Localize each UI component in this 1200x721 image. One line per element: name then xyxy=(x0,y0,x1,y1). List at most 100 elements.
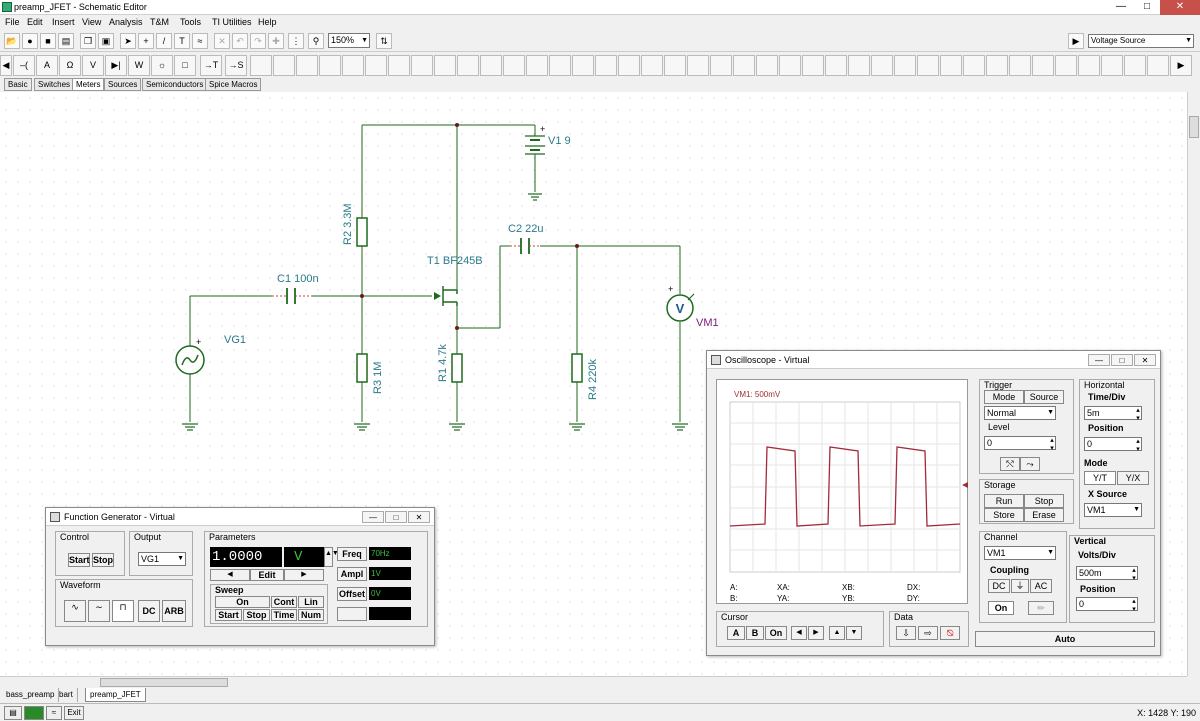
fg-sweep-start-button[interactable]: Start xyxy=(215,609,242,621)
ammeter-icon[interactable]: A xyxy=(36,55,58,76)
web-icon[interactable]: ● xyxy=(22,33,38,49)
tab-sources[interactable]: Sources xyxy=(104,78,142,91)
fg-sweep-lin-button[interactable]: Lin xyxy=(298,596,324,608)
status-icon-3[interactable]: ≈ xyxy=(46,706,62,720)
cursor-down-icon[interactable]: ▼ xyxy=(846,626,862,640)
scope-display[interactable]: VM1: 500mV A: B: XA: YA: XB: YB: DX: DY: xyxy=(716,379,968,604)
channel-select[interactable]: VM1 xyxy=(984,546,1056,560)
speaker-icon[interactable]: □ xyxy=(174,55,196,76)
component-select[interactable]: Voltage Source xyxy=(1088,34,1194,48)
status-icon-2[interactable] xyxy=(24,706,44,720)
fg-stop-button[interactable]: Stop xyxy=(92,553,114,567)
tab-basic[interactable]: Basic xyxy=(4,78,32,91)
doc-tab-bass-preamp[interactable]: bass_preamp xyxy=(2,688,60,702)
h-position-input[interactable]: 0 xyxy=(1084,437,1142,453)
falling-edge-icon[interactable]: ⤳ xyxy=(1020,457,1040,471)
data-export-icon[interactable]: ⇨ xyxy=(918,626,938,640)
status-icon-1[interactable]: ▤ xyxy=(4,706,22,720)
exit-button[interactable]: Exit xyxy=(64,706,84,720)
fg-sweep-on-button[interactable]: On xyxy=(215,596,270,608)
fg-arb-button[interactable]: ARB xyxy=(162,600,186,622)
horizontal-scroll-thumb[interactable] xyxy=(100,678,228,687)
fg-ampl-button[interactable]: Ampl xyxy=(337,567,367,581)
menu-tools[interactable]: Tools xyxy=(180,17,202,27)
probe-icon[interactable]: ⇅ xyxy=(376,33,392,49)
palette-left-arrow-icon[interactable]: ◀ xyxy=(0,55,12,76)
trigger-mode-select[interactable]: Normal xyxy=(984,406,1056,420)
fg-sweep-time-button[interactable]: Time xyxy=(271,609,297,621)
rising-edge-icon[interactable]: ⤲ xyxy=(1000,457,1020,471)
close-button[interactable]: ✕ xyxy=(1160,0,1200,15)
diode-icon[interactable]: ▶| xyxy=(105,55,127,76)
tab-semiconductors[interactable]: Semiconductors xyxy=(142,78,208,91)
vertical-scrollbar[interactable] xyxy=(1187,92,1200,676)
paste-icon[interactable]: ▣ xyxy=(98,33,114,49)
square-wave-icon[interactable]: ⊓ xyxy=(112,600,134,622)
fg-sweep-num-button[interactable]: Num xyxy=(298,609,324,621)
mode-yt-button[interactable]: Y/T xyxy=(1084,471,1116,485)
storage-erase-button[interactable]: Erase xyxy=(1024,508,1064,522)
menu-edit[interactable]: Edit xyxy=(27,17,43,27)
data-clear-icon[interactable]: ⦰ xyxy=(940,626,960,640)
fg-offset-button[interactable]: Offset xyxy=(337,587,367,601)
cursor-up-icon[interactable]: ▲ xyxy=(829,626,845,640)
menu-help[interactable]: Help xyxy=(258,17,277,27)
coupling-dc-button[interactable]: DC xyxy=(988,579,1010,593)
voltsdiv-input[interactable]: 500m xyxy=(1076,566,1138,582)
fg-sweep-cont-button[interactable]: Cont xyxy=(271,596,297,608)
data-import-icon[interactable]: ⇩ xyxy=(896,626,916,640)
palette-right-arrow-icon[interactable]: ▶ xyxy=(1170,55,1192,76)
fg-edit-button[interactable]: Edit xyxy=(250,569,284,581)
triangle-wave-icon[interactable]: ∼ xyxy=(88,600,110,622)
pointer-icon[interactable]: ➤ xyxy=(120,33,136,49)
voltmeter-icon[interactable]: V xyxy=(82,55,104,76)
channel-on-button[interactable]: On xyxy=(988,601,1014,615)
osc-auto-button[interactable]: Auto xyxy=(975,631,1155,647)
switch-icon[interactable]: →S xyxy=(225,55,247,76)
tab-spice-macros[interactable]: Spice Macros xyxy=(205,78,262,91)
place-source-icon[interactable]: ▶ xyxy=(1068,33,1084,49)
sine-wave-icon[interactable]: ∿ xyxy=(64,600,86,622)
fg-close-button[interactable]: ✕ xyxy=(408,511,430,523)
zoom-icon[interactable]: ⚲ xyxy=(308,33,324,49)
delete-icon[interactable]: ✕ xyxy=(214,33,230,49)
osc-close-button[interactable]: ✕ xyxy=(1134,354,1156,366)
mode-yx-button[interactable]: Y/X xyxy=(1117,471,1149,485)
fg-left-arrow-icon[interactable]: ◀ xyxy=(210,569,250,581)
zoom-select[interactable]: 150% xyxy=(328,33,370,48)
storage-stop-button[interactable]: Stop xyxy=(1024,494,1064,508)
undo-icon[interactable]: ↶ xyxy=(232,33,248,49)
fg-maximize-button[interactable]: □ xyxy=(385,511,407,523)
redo-icon[interactable]: ↷ xyxy=(250,33,266,49)
v-position-input[interactable]: 0 xyxy=(1076,597,1138,613)
ohmmeter-icon[interactable]: Ω xyxy=(59,55,81,76)
coupling-ac-button[interactable]: AC xyxy=(1030,579,1052,593)
osc-maximize-button[interactable]: □ xyxy=(1111,354,1133,366)
storage-run-button[interactable]: Run xyxy=(984,494,1024,508)
menu-ti-utilities[interactable]: TI Utilities xyxy=(212,17,252,27)
text-icon[interactable]: T xyxy=(174,33,190,49)
pen-color-icon[interactable]: ✏ xyxy=(1028,601,1054,615)
menu-tm[interactable]: T&M xyxy=(150,17,169,27)
fg-minimize-button[interactable]: — xyxy=(362,511,384,523)
fg-sweep-stop-button[interactable]: Stop xyxy=(243,609,270,621)
vertical-scroll-thumb[interactable] xyxy=(1189,116,1199,138)
trigger-mode-button[interactable]: Mode xyxy=(984,390,1024,404)
cursor-right-icon[interactable]: ▶ xyxy=(808,626,824,640)
save-icon[interactable]: ■ xyxy=(40,33,56,49)
copy-icon[interactable]: ❐ xyxy=(80,33,96,49)
folder-icon[interactable]: ▤ xyxy=(58,33,74,49)
fg-value-spinner[interactable]: ▲▼ xyxy=(324,547,339,567)
fg-freq-button[interactable]: Freq xyxy=(337,547,367,561)
xsource-select[interactable]: VM1 xyxy=(1084,503,1142,517)
minimize-button[interactable]: — xyxy=(1116,1,1126,12)
pen-icon[interactable]: / xyxy=(156,33,172,49)
fg-output-select[interactable]: VG1 xyxy=(138,552,186,566)
trigger-level-input[interactable]: 0 xyxy=(984,436,1056,452)
horizontal-scrollbar[interactable] xyxy=(0,676,1187,688)
osc-minimize-button[interactable]: — xyxy=(1088,354,1110,366)
grid-icon[interactable]: ⋮ xyxy=(288,33,304,49)
doc-tab-preamp-jfet[interactable]: preamp_JFET xyxy=(85,688,146,702)
menu-file[interactable]: File xyxy=(5,17,20,27)
capacitor-icon[interactable]: ‒( xyxy=(13,55,35,76)
